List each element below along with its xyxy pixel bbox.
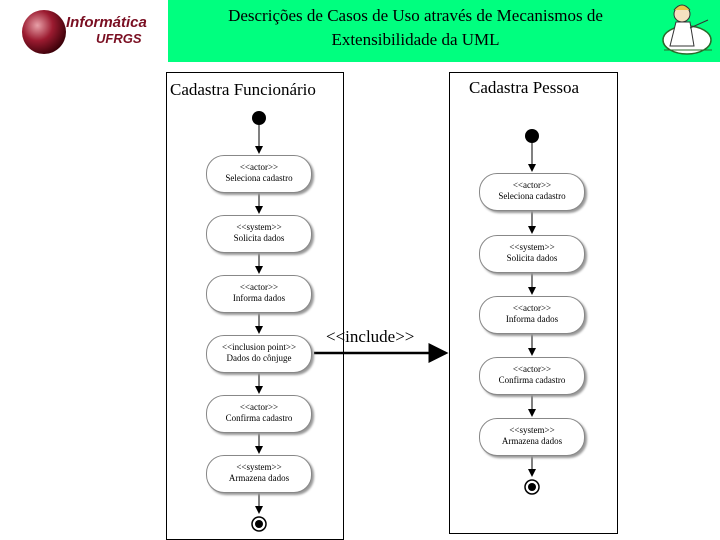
node-name: Confirma cadastro bbox=[225, 413, 293, 423]
node-stereotype: <<actor>> bbox=[512, 303, 552, 313]
include-label: <<include>> bbox=[326, 327, 415, 346]
node-stereotype: <<inclusion point>> bbox=[221, 342, 297, 352]
node-name: Informa dados bbox=[505, 314, 559, 324]
node-stereotype: <<actor>> bbox=[239, 402, 279, 412]
node-stereotype: <<actor>> bbox=[512, 180, 552, 190]
node-stereotype: <<system>> bbox=[236, 462, 282, 472]
logo-text-main: Informática bbox=[66, 14, 147, 31]
title-line-1: Descrições de Casos de Uso através de Me… bbox=[228, 6, 603, 25]
node-name: Informa dados bbox=[232, 293, 286, 303]
logo-text-sub: UFRGS bbox=[96, 31, 142, 46]
activity-node: <<system>> Armazena dados bbox=[206, 455, 312, 493]
node-name: Dados do cônjuge bbox=[226, 353, 292, 363]
activity-node: <<actor>> Confirma cadastro bbox=[206, 395, 312, 433]
activity-node: <<system>> Armazena dados bbox=[479, 418, 585, 456]
node-name: Seleciona cadastro bbox=[225, 173, 293, 183]
node-stereotype: <<system>> bbox=[236, 222, 282, 232]
right-panel-title: Cadastra Pessoa bbox=[469, 78, 580, 97]
activity-node: <<system>> Solicita dados bbox=[206, 215, 312, 253]
activity-node: <<actor>> Confirma cadastro bbox=[479, 357, 585, 395]
mascot-figure-icon bbox=[662, 4, 712, 55]
inclusion-point-node: <<inclusion point>> Dados do cônjuge bbox=[206, 335, 312, 373]
activity-node: <<system>> Solicita dados bbox=[479, 235, 585, 273]
page-title: Descrições de Casos de Uso através de Me… bbox=[168, 4, 663, 52]
activity-node: <<actor>> Seleciona cadastro bbox=[479, 173, 585, 211]
node-name: Solicita dados bbox=[506, 253, 558, 263]
activity-node: <<actor>> Informa dados bbox=[479, 296, 585, 334]
logo: Informática UFRGS bbox=[0, 0, 168, 62]
activity-node: <<actor>> Seleciona cadastro bbox=[206, 155, 312, 193]
title-line-2: Extensibilidade da UML bbox=[331, 30, 500, 49]
node-name: Confirma cadastro bbox=[498, 375, 566, 385]
node-stereotype: <<system>> bbox=[509, 425, 555, 435]
node-stereotype: <<actor>> bbox=[239, 162, 279, 172]
left-initial-node bbox=[252, 111, 266, 125]
activity-node: <<actor>> Informa dados bbox=[206, 275, 312, 313]
node-name: Armazena dados bbox=[501, 436, 563, 446]
node-name: Seleciona cadastro bbox=[498, 191, 566, 201]
right-initial-node bbox=[525, 129, 539, 143]
node-name: Solicita dados bbox=[233, 233, 285, 243]
node-stereotype: <<system>> bbox=[509, 242, 555, 252]
node-stereotype: <<actor>> bbox=[512, 364, 552, 374]
left-panel-title: Cadastra Funcionário bbox=[170, 80, 316, 99]
node-stereotype: <<actor>> bbox=[239, 282, 279, 292]
node-name: Armazena dados bbox=[228, 473, 290, 483]
ufrgs-sphere-logo-icon bbox=[22, 10, 66, 54]
